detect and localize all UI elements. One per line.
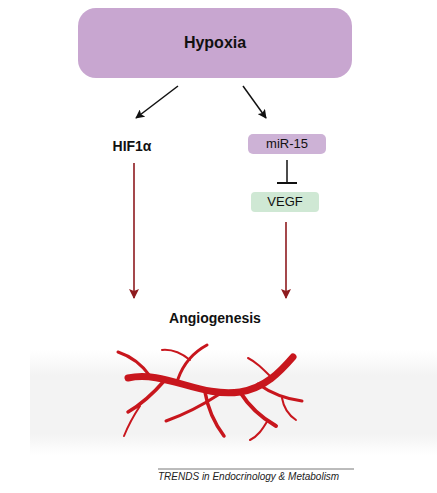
vessel-branch [118, 352, 150, 376]
blood-vessel [118, 345, 302, 440]
factor-text-node: HIF1α [100, 136, 164, 156]
condition-box: Hypoxia [78, 8, 352, 78]
vessel-twig [282, 398, 296, 420]
arrow-connector [136, 86, 178, 118]
vessel-branch [128, 380, 165, 412]
node-label: VEGF [267, 195, 302, 210]
node-label: Angiogenesis [169, 310, 261, 326]
vessel-branch [258, 384, 302, 401]
mirna-box: miR-15 [248, 134, 326, 154]
vessel-branch [166, 395, 218, 421]
caption-rule [158, 469, 354, 470]
vessel-trunk [128, 357, 293, 393]
node-label: Hypoxia [184, 34, 246, 52]
gene-box: VEGF [251, 192, 319, 212]
source-credit: TRENDS in Endocrinology & Metabolism [158, 471, 339, 482]
background-band [30, 350, 437, 455]
outcome-text-node: Angiogenesis [120, 298, 310, 334]
vessel-twig [248, 358, 272, 378]
inhibition-connector [286, 160, 288, 183]
node-label: HIF1α [113, 138, 152, 154]
vessel-twig [250, 420, 268, 440]
vessel-branch [240, 392, 276, 426]
arrow-connector [243, 86, 266, 118]
node-label: miR-15 [266, 137, 308, 152]
vessel-twig [162, 350, 190, 360]
vessel-twig [124, 406, 140, 436]
arrow-connector [285, 222, 287, 298]
arrow-connector [133, 163, 135, 298]
vessel-branch [178, 345, 207, 379]
